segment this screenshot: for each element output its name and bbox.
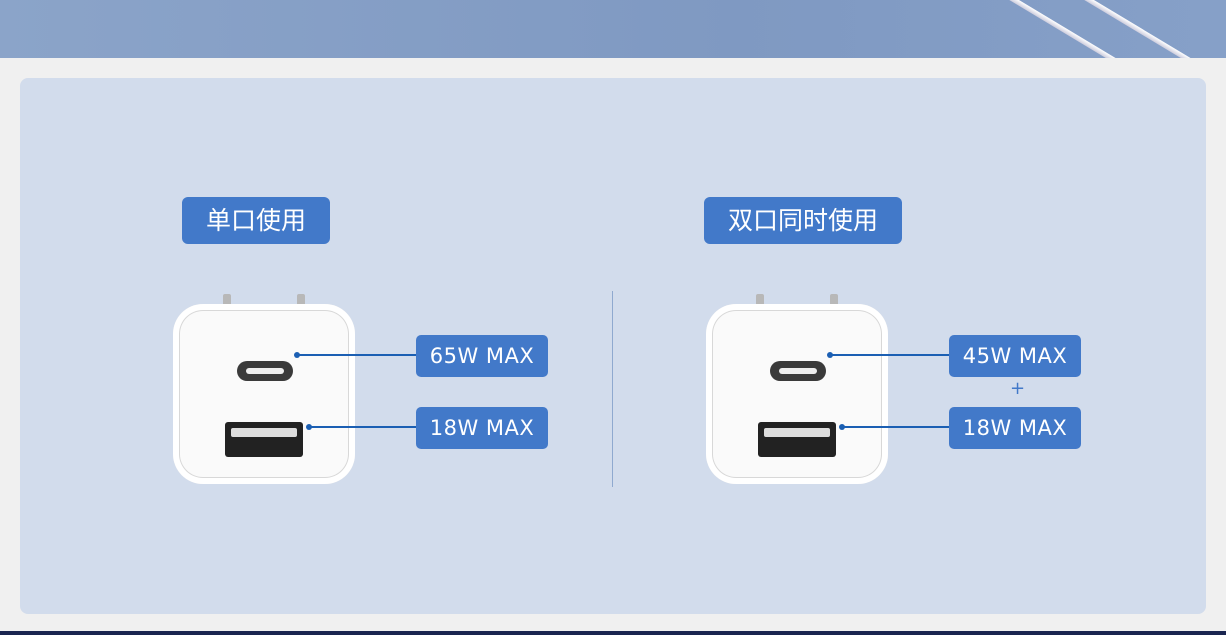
charger-single — [173, 294, 355, 484]
prong — [297, 294, 305, 306]
charger-body — [173, 304, 355, 484]
usb-c-power-label: 45W MAX — [949, 335, 1081, 377]
callout-line — [830, 354, 949, 356]
plus-sign: + — [1010, 378, 1026, 399]
usb-c-port-icon — [770, 361, 826, 381]
divider — [612, 291, 613, 487]
charger-body — [706, 304, 888, 484]
single-port-title: 单口使用 — [182, 197, 331, 244]
usb-c-port-icon — [237, 361, 293, 381]
callout-line — [309, 426, 416, 428]
cable-graphic — [1058, 0, 1226, 58]
prong — [223, 294, 231, 306]
prong — [830, 294, 838, 306]
usb-a-power-label: 18W MAX — [949, 407, 1081, 449]
cable-graphic — [983, 0, 1175, 58]
usb-a-port-icon — [225, 422, 303, 457]
dual-port-title: 双口同时使用 — [704, 197, 903, 244]
callout-line — [297, 354, 416, 356]
charger-dual — [706, 294, 888, 484]
usb-c-power-label: 65W MAX — [416, 335, 548, 377]
prong — [756, 294, 764, 306]
callout-line — [842, 426, 949, 428]
usb-a-power-label: 18W MAX — [416, 407, 548, 449]
banner-image — [0, 0, 1226, 58]
usb-a-port-icon — [758, 422, 836, 457]
bottom-border — [0, 631, 1226, 635]
